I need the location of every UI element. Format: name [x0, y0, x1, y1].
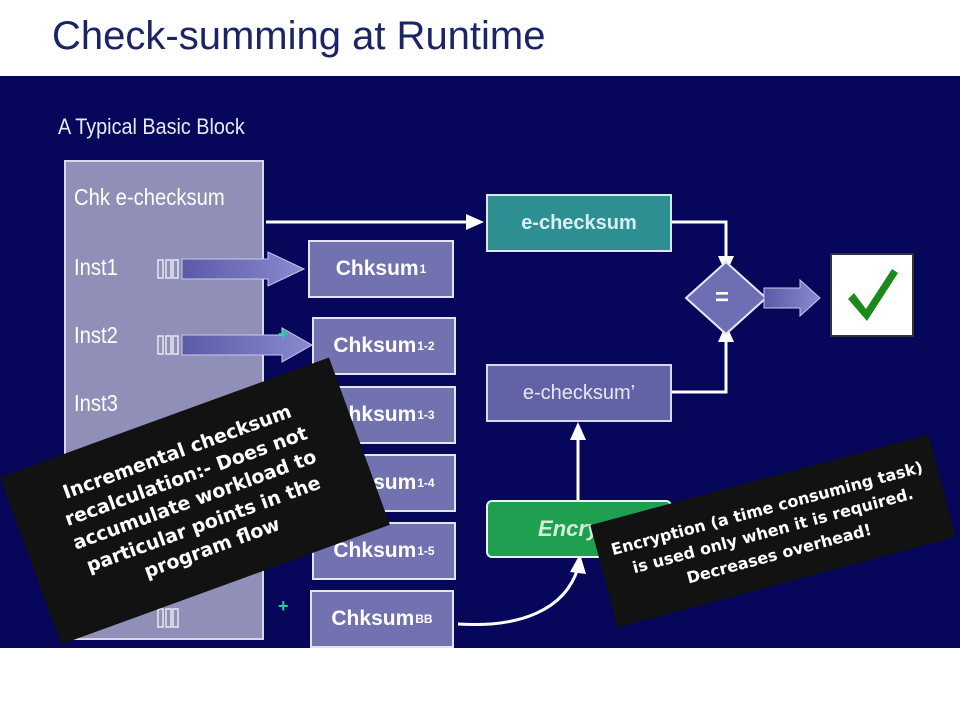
e-checksum-box: e-checksum — [486, 194, 672, 252]
plus-sign-1-2: + — [278, 324, 289, 344]
checkmark-icon — [848, 269, 898, 321]
block-line-inst1: Inst1 — [74, 254, 118, 280]
diagram-subtitle: A Typical Basic Block — [58, 114, 245, 139]
block-line-chk: Chk e-checksum — [74, 184, 225, 210]
arrow-inst2 — [157, 327, 314, 363]
slide-title: Check-summing at Runtime — [52, 14, 546, 58]
block-line-inst3: Inst3 — [74, 390, 118, 416]
block-line-inst2: Inst2 — [74, 322, 118, 348]
compare-diamond — [684, 260, 768, 336]
e-checksum-prime-box: e-checksum’ — [486, 364, 672, 422]
compare-symbol: = — [714, 284, 729, 311]
verified-box — [830, 253, 914, 337]
arrow-instbb — [157, 608, 179, 628]
plus-sign-bb: + — [278, 596, 289, 616]
arrow-inst1 — [157, 251, 306, 287]
